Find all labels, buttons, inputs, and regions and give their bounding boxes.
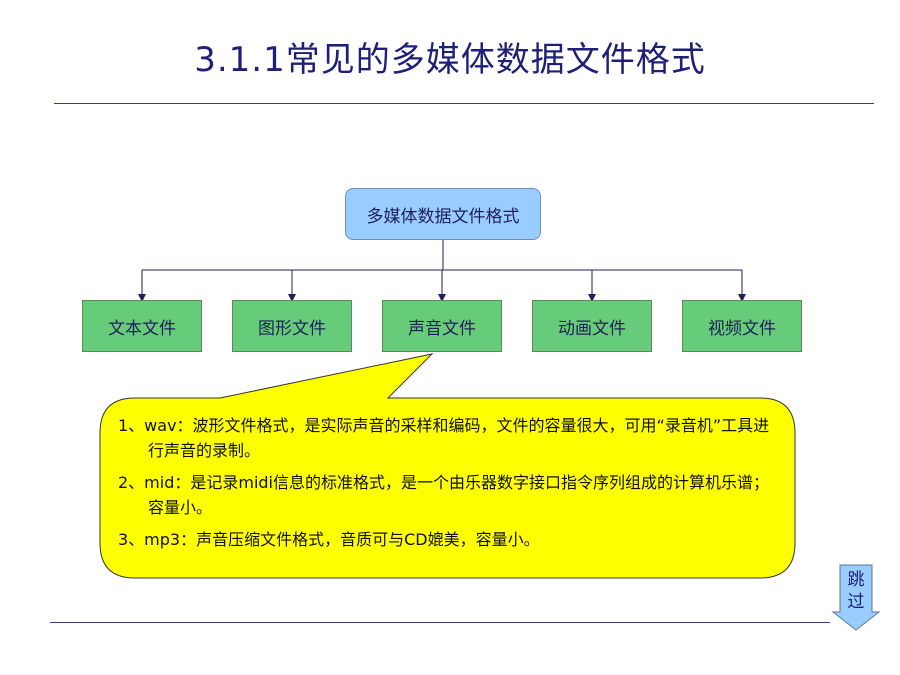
footer-divider xyxy=(50,622,830,623)
skip-label-text: 跳过 xyxy=(847,570,865,612)
skip-button-label: 跳过 xyxy=(833,569,879,613)
callout-bubble xyxy=(99,353,796,579)
root-node: 多媒体数据文件格式 xyxy=(345,188,541,240)
child-node-animation-file: 动画文件 xyxy=(532,300,652,352)
callout-item-mp3: 3、mp3：声音压缩文件格式，音质可与CD媲美，容量小。 xyxy=(118,530,540,549)
skip-button-shape xyxy=(831,564,881,631)
page-title: 3.1.1常见的多媒体数据文件格式 xyxy=(194,40,706,80)
child-node-video-file: 视频文件 xyxy=(682,300,802,352)
skip-button[interactable]: 跳过 xyxy=(833,563,879,631)
callout-item-wav: 1、wav：波形文件格式，是实际声音的采样和编码，文件的容量很大，可用“录音机”… xyxy=(118,416,770,460)
callout-item-mid: 2、mid：是记录midi信息的标准格式，是一个由乐器数字接口指令序列组成的计算… xyxy=(118,473,770,517)
title-divider xyxy=(54,103,874,104)
callout-content: 1、wav：波形文件格式，是实际声音的采样和编码，文件的容量很大，可用“录音机”… xyxy=(118,413,778,559)
child-node-graphic-file: 图形文件 xyxy=(232,300,352,352)
child-node-audio-file: 声音文件 xyxy=(382,300,502,352)
child-node-text-file: 文本文件 xyxy=(82,300,202,352)
